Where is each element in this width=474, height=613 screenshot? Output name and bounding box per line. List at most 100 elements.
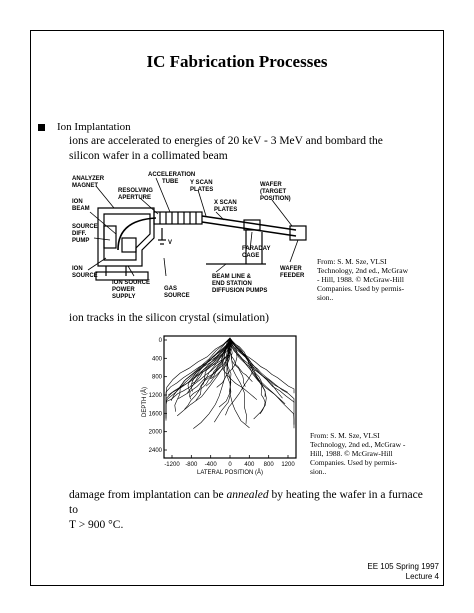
- ion-track: [221, 337, 258, 400]
- ion-track: [229, 337, 295, 429]
- ion-implanter-diagram: ANALYZER MAGNET ION BEAM SOURCE DIFF. PU…: [72, 172, 307, 300]
- label-beamline-1: BEAM LINE &: [212, 274, 252, 280]
- label-wafer-3: POSITION): [260, 196, 291, 202]
- label-ion-beam-2: BEAM: [72, 206, 90, 212]
- label-acceleration-1: ACCELERATION: [148, 172, 195, 178]
- x-tick-label: -1200: [164, 462, 180, 468]
- label-yscan-2: PLATES: [190, 187, 213, 193]
- ion-track: [174, 337, 231, 412]
- x-tick-label: 1200: [281, 462, 295, 468]
- y-tick-label: 0: [159, 338, 163, 344]
- label-ion-beam-1: ION: [72, 199, 83, 205]
- para3-prefix: damage from implantation can be: [69, 489, 227, 501]
- label-ion-source-1: ION: [72, 266, 83, 272]
- slide-frame: [30, 30, 444, 586]
- ion-track: [229, 337, 295, 394]
- credit1-line: sion..: [317, 293, 334, 302]
- credit2-line: Companies. Used by permis-: [310, 458, 398, 467]
- y-tick-label: 1600: [149, 411, 163, 417]
- label-source-2: DIFF.: [72, 231, 87, 237]
- credit-diagram: From: S. M. Sze, VLSI Technology, 2nd ed…: [317, 257, 435, 302]
- credit2-line: sion..: [310, 467, 327, 476]
- credit1-line: Companies. Used by permis-: [317, 284, 405, 293]
- label-beamline-2: END STATION: [212, 281, 252, 287]
- ion-track-plot: 0 400 800 1200 1600 2000 2400 -1200 -800 -400 0 40…: [141, 335, 297, 476]
- ion-track: [229, 337, 283, 399]
- label-xscan-1: X SCAN: [214, 200, 237, 206]
- credit-plot: From: S. M. Sze, VLSI Technology, 2nd ed…: [310, 431, 428, 476]
- ion-track: [229, 337, 267, 420]
- y-tick-label: 800: [152, 375, 163, 381]
- paragraph-annealing: damage from implantation can be annealed…: [69, 488, 429, 533]
- credit1-line: Technology, 2nd ed., McGraw: [317, 266, 409, 275]
- ion-track: [229, 337, 288, 393]
- label-gas-2: SOURCE: [164, 293, 190, 299]
- plot-ylabel: DEPTH (Å): [141, 387, 148, 417]
- ion-track: [202, 337, 232, 385]
- ion-track: [187, 337, 231, 400]
- y-tick-label: 400: [152, 356, 163, 362]
- label-v: V: [168, 240, 172, 246]
- x-tick-label: 800: [264, 462, 275, 468]
- para3-mid: by heating the wafer in a furnace to: [69, 489, 423, 516]
- plot-frame: [163, 335, 297, 459]
- label-wafer-2: (TARGET: [260, 189, 287, 195]
- ion-track: [177, 337, 233, 417]
- bullet-item: Ion Implantation: [38, 121, 131, 133]
- x-tick-label: 0: [228, 462, 232, 468]
- credit2-line: From: S. M. Sze, VLSI: [310, 431, 380, 440]
- ion-track: [229, 337, 295, 403]
- paragraph-ion-tracks: ion tracks in the silicon crystal (simul…: [69, 312, 269, 324]
- x-tick-label: -400: [205, 462, 218, 468]
- page-title: IC Fabrication Processes: [146, 52, 328, 71]
- ion-track: [228, 337, 247, 424]
- label-ion-power-3: SUPPLY: [112, 294, 135, 300]
- label-faraday-2: CAGE: [242, 253, 259, 259]
- footer: EE 105 Spring 1997 Lecture 4: [367, 562, 439, 582]
- label-ion-source-2: SOURCE: [72, 273, 98, 279]
- footer-lecture: Lecture 4: [405, 572, 439, 581]
- label-acceleration-2: TUBE: [162, 179, 178, 185]
- bullet-square-icon: [38, 123, 45, 131]
- label-xscan-2: PLATES: [214, 207, 237, 213]
- label-feeder-1: WAFER: [280, 266, 302, 272]
- y-tick-label: 1200: [149, 393, 163, 399]
- ion-track: [228, 337, 253, 382]
- label-analyzer: ANALYZER: [72, 176, 105, 182]
- credit2-line: Hill, 1988. © McGraw-Hill: [310, 449, 393, 458]
- para3-emphasis: annealed: [226, 489, 269, 501]
- label-resolving-1: RESOLVING: [118, 188, 153, 194]
- credit1-line: From: S. M. Sze, VLSI: [317, 257, 387, 266]
- ion-track: [225, 337, 253, 416]
- label-beamline-3: DIFFUSION PUMPS: [212, 288, 267, 294]
- plot-xlabel: LATERAL POSITION (Å): [197, 469, 263, 476]
- label-gas-1: GAS: [164, 286, 177, 292]
- label-resolving-2: APERTURE: [118, 195, 151, 201]
- analyzer-magnet-shape: [97, 207, 155, 267]
- y-tick-label: 2400: [149, 448, 163, 454]
- ion-track: [216, 337, 238, 388]
- label-ion-power-1: ION SOURCE: [112, 280, 150, 286]
- para3-line2: T > 900 °C.: [69, 519, 124, 531]
- x-tick-label: -800: [185, 462, 198, 468]
- footer-course: EE 105 Spring 1997: [367, 562, 439, 571]
- label-ion-power-2: POWER: [112, 287, 135, 293]
- ion-track: [193, 337, 232, 429]
- x-tick-label: 400: [244, 462, 255, 468]
- label-feeder-2: FEEDER: [280, 273, 305, 279]
- paragraph-ions: ions are accelerated to energies of 20 k…: [69, 135, 383, 162]
- label-faraday-1: FARADAY: [242, 246, 270, 252]
- ion-track: [229, 337, 266, 415]
- label-magnet: MAGNET: [72, 183, 98, 189]
- label-yscan-1: Y SCAN: [190, 180, 213, 186]
- label-source-1: SOURCE: [72, 224, 98, 230]
- credit2-line: Technology, 2nd ed., McGraw -: [310, 440, 406, 449]
- y-tick-label: 2000: [149, 430, 163, 436]
- bullet-label: Ion Implantation: [57, 121, 131, 133]
- credit1-line: - Hill, 1988. © McGraw-Hill: [317, 275, 404, 284]
- ion-track: [225, 337, 250, 429]
- label-wafer-1: WAFER: [260, 182, 282, 188]
- ion-track: [190, 337, 231, 392]
- label-source-3: PUMP: [72, 238, 89, 244]
- ion-track: [229, 337, 295, 425]
